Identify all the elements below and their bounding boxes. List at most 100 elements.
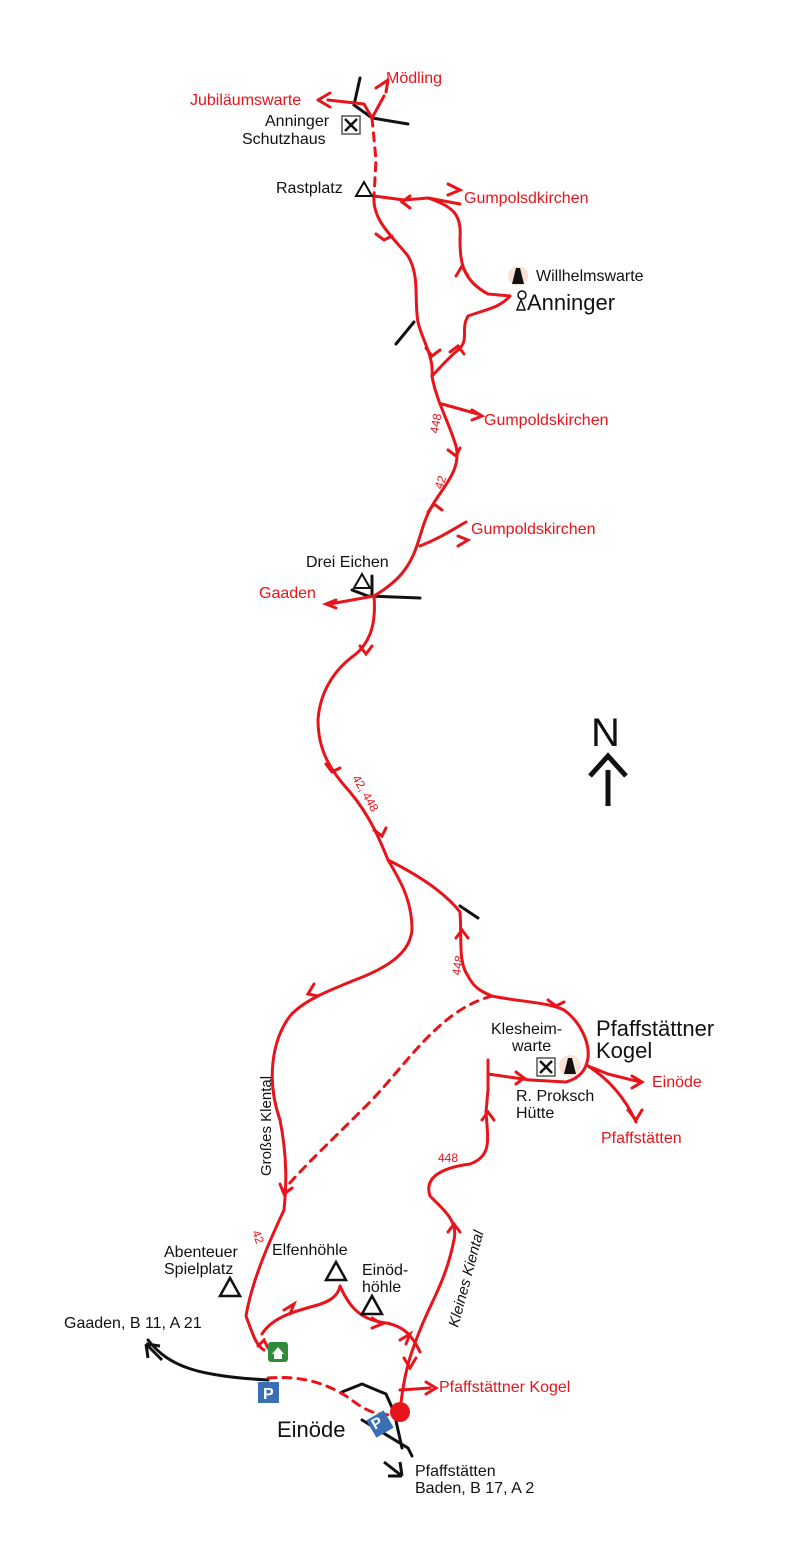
willhelmswarte-icon xyxy=(508,266,528,286)
chev-30 xyxy=(424,1380,439,1396)
trail-kleines xyxy=(398,1088,490,1414)
road-gaaden xyxy=(146,1338,270,1382)
trail-main-3 xyxy=(386,858,494,998)
trail-gaaden xyxy=(328,594,376,606)
label-pfaffstaetten-red: Pfaffstätten xyxy=(601,1130,682,1147)
chev-24 xyxy=(446,1221,462,1234)
label-abenteuer-1: Abenteuer xyxy=(164,1244,239,1261)
parking-west-icon xyxy=(258,1382,279,1403)
trail-gumpold-1 xyxy=(440,402,480,416)
chev-27 xyxy=(370,1316,386,1330)
label-rastplatz: Rastplatz xyxy=(276,180,343,197)
drei-eichen-icon xyxy=(352,571,372,589)
chev-11 xyxy=(426,501,444,514)
road-einoede-loop xyxy=(340,1382,404,1450)
trail-kogel xyxy=(486,994,590,1084)
chev-14 xyxy=(358,644,374,657)
label-klesheimwarte-1: Klesheim- xyxy=(491,1021,562,1038)
trail-east-branch xyxy=(372,194,512,378)
chev-28 xyxy=(398,1330,414,1346)
label-drei-eichen: Drei Eichen xyxy=(306,554,389,571)
trail-einoede xyxy=(586,1064,642,1084)
chev-8 xyxy=(448,343,466,356)
road-arrows xyxy=(144,1342,404,1478)
label-jubilaeumswarte: Jubiläumswarte xyxy=(190,92,301,109)
anninger-summit-icon xyxy=(515,290,527,311)
trail-elfen xyxy=(260,1284,422,1354)
einoedhoehle-icon xyxy=(359,1293,385,1316)
proksch-huette-icon xyxy=(536,1057,556,1077)
hut-green-icon xyxy=(268,1342,288,1362)
label-gaaden-red: Gaaden xyxy=(259,585,316,602)
road-mid-spur xyxy=(458,904,480,920)
label-pfaffstaettner-kogel-red: Pfaffstättner Kogel xyxy=(439,1379,570,1396)
chev-20 xyxy=(514,1070,527,1086)
chev-31 xyxy=(256,1337,270,1350)
einoede-start-dot xyxy=(390,1402,410,1422)
route-number-42-top: 42 xyxy=(432,473,450,491)
spielplatz-icon xyxy=(217,1275,243,1298)
label-einoedhoehle-2: höhle xyxy=(362,1279,401,1296)
arrow-pfaffstaetten-road xyxy=(383,1460,404,1478)
label-moedling: Mödling xyxy=(386,70,442,87)
chev-15 xyxy=(324,762,342,774)
chev-1 xyxy=(316,91,332,109)
chev-9 xyxy=(470,408,486,422)
chev-7 xyxy=(424,346,442,359)
label-grosses-kiental: Großes Klental xyxy=(258,1076,275,1176)
chev-16 xyxy=(372,826,388,839)
route-number-448-mid: 448 xyxy=(449,954,466,976)
label-willhelmswarte: Willhelmswarte xyxy=(536,268,644,285)
label-anninger-schutzhaus-2: Schutzhaus xyxy=(242,131,326,148)
route-number-42-448: 42, 448 xyxy=(349,773,381,815)
chev-5 xyxy=(374,232,394,242)
trail-kogel-dir xyxy=(398,1386,432,1392)
chev-13 xyxy=(321,598,338,610)
trail-moedling xyxy=(370,94,386,120)
chev-17 xyxy=(305,982,320,998)
label-einoede-red: Einöde xyxy=(652,1074,702,1091)
chev-21 xyxy=(630,1074,645,1090)
road-schutzhaus xyxy=(352,76,410,126)
chev-12 xyxy=(456,534,472,548)
road-anninger-west xyxy=(394,320,416,346)
trail-dashed-parking xyxy=(266,1376,400,1417)
label-gumpolsdkirchen: Gumpolsdkirchen xyxy=(464,190,589,207)
label-gumpoldskirchen-2: Gumpoldskirchen xyxy=(471,521,596,538)
label-proksch-2: Hütte xyxy=(516,1105,554,1122)
trail-dashed-diag xyxy=(282,994,494,1192)
chev-2 xyxy=(374,78,390,94)
schutzhaus-icon xyxy=(341,115,361,135)
chev-25 xyxy=(278,1182,294,1197)
trails xyxy=(244,94,642,1417)
chev-19 xyxy=(546,998,566,1008)
trail-gumpold-2 xyxy=(418,520,468,548)
route-number-42-low: 42 xyxy=(249,1228,267,1246)
route-number-448-top: 448 xyxy=(427,412,444,434)
trail-main-2 xyxy=(244,594,414,1352)
compass xyxy=(588,752,628,806)
chev-6 xyxy=(454,263,470,278)
label-elfenhoehle: Elfenhöhle xyxy=(272,1242,348,1259)
klesheimwarte-icon xyxy=(559,1055,581,1077)
trail-arrows xyxy=(256,78,645,1396)
route-number-448-low: 448 xyxy=(438,1151,458,1165)
trail-dashed-top xyxy=(370,116,378,198)
label-kleines-kiental: Kleines Kiental xyxy=(445,1228,487,1329)
elfenhoehle-icon xyxy=(323,1259,349,1282)
chev-23 xyxy=(480,1109,496,1122)
compass-n-label: N xyxy=(591,711,620,755)
chev-4 xyxy=(399,194,412,210)
trail-gumpolsd xyxy=(426,196,462,206)
label-klesheimwarte-2: warte xyxy=(511,1038,551,1055)
parking-west-label: P xyxy=(263,1386,274,1403)
chev-18 xyxy=(454,927,470,940)
label-pfaffstaetten-road-2: Baden, B 17, A 2 xyxy=(415,1480,534,1497)
rastplatz-icon xyxy=(354,179,374,197)
chev-29 xyxy=(402,1356,418,1371)
chev-22 xyxy=(626,1108,644,1123)
label-proksch-1: R. Proksch xyxy=(516,1088,594,1105)
label-abenteuer-2: Spielplatz xyxy=(164,1261,233,1278)
